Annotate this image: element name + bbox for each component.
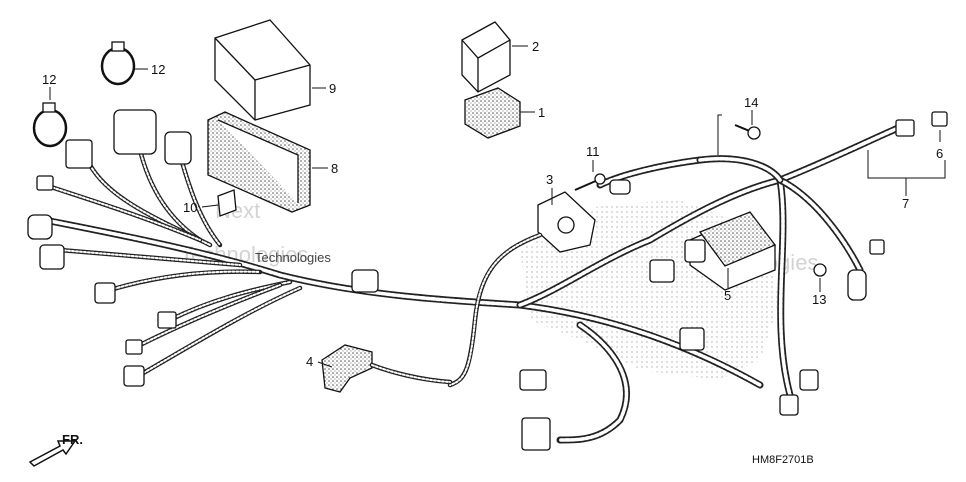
part-3-switch (447, 191, 596, 388)
part-11-screw (574, 173, 606, 191)
connector-single (125, 339, 143, 355)
part-4-plug-cap (321, 344, 453, 393)
callout-4: 4 (306, 354, 313, 369)
callout-10: 10 (183, 200, 197, 215)
callout-5: 5 (724, 288, 731, 303)
part-6-connector (931, 111, 948, 127)
callout-14: 14 (744, 95, 758, 110)
part-14-bolt (734, 124, 761, 140)
connector-diag-plug (113, 109, 157, 155)
main-harness (41, 121, 909, 444)
connector-four-pin (123, 365, 145, 387)
front-label: FR. (62, 432, 83, 447)
part-10-clip (217, 189, 237, 217)
left-branches (42, 147, 303, 378)
part-2-relay (461, 21, 511, 93)
callout-11: 11 (586, 144, 600, 159)
callout-7: 7 (902, 196, 909, 211)
watermark-center-small: Technologies (255, 250, 331, 265)
right-connectors (519, 179, 885, 451)
left-connectors (27, 109, 379, 387)
part-5-regulator (684, 211, 777, 291)
part-12-band-top (100, 41, 136, 86)
connector-round (27, 214, 53, 240)
part-1-relay-holder (464, 87, 521, 139)
leader-lines (49, 45, 946, 368)
front-arrow-icon (28, 440, 77, 467)
callout-1: 1 (538, 105, 545, 120)
callout-13: 13 (812, 292, 826, 307)
callout-2: 2 (532, 39, 539, 54)
callout-labels: 2 1 3 4 5 6 7 8 9 10 11 12 12 13 14 (42, 39, 943, 369)
connector-plug (164, 131, 192, 165)
connector-square (39, 244, 65, 270)
connector-two-pin-b (157, 311, 177, 329)
part-7-connector (895, 119, 915, 137)
part-12-band-left (32, 102, 68, 148)
connector-multi (65, 139, 93, 169)
connector-two-pin (94, 282, 116, 304)
connector-inline (351, 269, 379, 293)
part-8-cover (207, 111, 311, 213)
diagram-code: HM8F2701B (752, 454, 814, 466)
callout-12-left: 12 (42, 72, 56, 87)
connector-small (36, 175, 54, 191)
front-direction-indicator: FR. (28, 432, 83, 467)
part-9-control-unit (214, 19, 311, 121)
callout-12-top: 12 (151, 62, 165, 77)
callout-6: 6 (936, 146, 943, 161)
callout-3: 3 (546, 172, 553, 187)
callout-9: 9 (329, 81, 336, 96)
part-13-nut (813, 263, 827, 277)
callout-8: 8 (331, 161, 338, 176)
